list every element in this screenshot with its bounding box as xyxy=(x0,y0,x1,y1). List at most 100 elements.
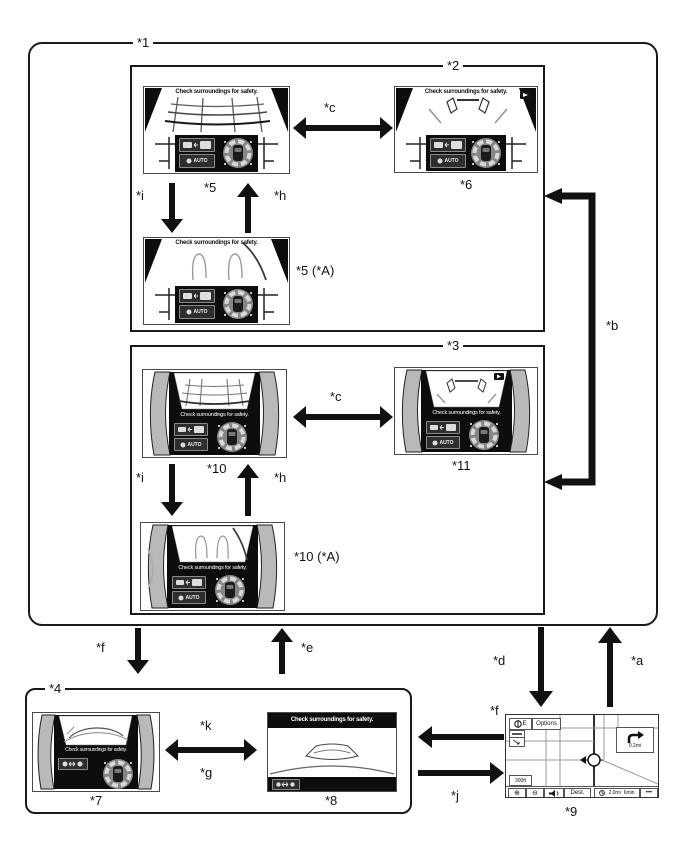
sonar-display xyxy=(215,575,245,605)
auto-button: AUTO xyxy=(426,436,460,449)
arrow-k-g xyxy=(165,739,257,761)
voice-guidance-button xyxy=(544,788,564,797)
arrow-e-up xyxy=(271,628,293,674)
zoom-in-icon: ⊕ xyxy=(514,790,520,797)
arrow-j-right xyxy=(418,762,504,784)
navigation-map-screen: E Options 0.2mi 300ft ⊕ ⊖ xyxy=(505,714,659,798)
bumper-left xyxy=(145,135,175,172)
estimated-course-lines xyxy=(191,242,267,281)
camera-view xyxy=(149,371,280,456)
arrow-label-k: *k xyxy=(196,718,216,733)
speaker-icon xyxy=(548,789,558,797)
screen-toolbar: AUTO xyxy=(396,135,536,171)
auto-button: AUTO xyxy=(172,591,206,604)
rear-view-screen: Check surroundings for safety. AUTO xyxy=(143,86,290,174)
screen-toolbar: AUTO xyxy=(145,135,288,172)
arrow-h-top xyxy=(237,183,259,233)
camera-view xyxy=(37,714,155,790)
wide-front-view-screen: Check surroundings for safety. xyxy=(32,712,160,792)
camera-view: Check surroundings for safety. xyxy=(396,88,536,134)
view-switch-button xyxy=(179,289,215,303)
options-button: Options xyxy=(532,718,561,730)
vehicle-position-marker xyxy=(587,753,601,767)
sonar-display xyxy=(217,422,247,452)
sonar-display xyxy=(103,759,133,789)
static-guide-lines xyxy=(164,96,271,133)
projected-path-lines xyxy=(428,91,531,124)
caution-message: Check surroundings for safety. xyxy=(432,410,501,416)
remaining-time: 6min xyxy=(623,790,635,796)
arrow-a-up xyxy=(598,627,622,707)
caution-message: Check surroundings for safety. xyxy=(175,89,258,95)
view-switch-button xyxy=(272,779,300,790)
view-switch-button xyxy=(426,421,460,434)
next-turn-panel: 0.2mi xyxy=(616,727,654,753)
front-view-screen: Check surroundings for safety. xyxy=(267,712,397,792)
destination-button: Dest. xyxy=(564,788,591,797)
arrow-c-mid xyxy=(293,406,393,428)
ref-label-5: *5 xyxy=(200,180,221,195)
caution-message: Check surroundings for safety. xyxy=(65,747,127,753)
rear-view-projected-path-screen: Check surroundings for safety. AUTO xyxy=(394,86,538,173)
bumper-right xyxy=(258,286,288,323)
arrow-label-i-top: *i xyxy=(132,188,148,203)
wide-rear-view-projected-path-screen: Check surroundings for safety. AUTO xyxy=(394,367,538,455)
remaining-distance: 2.0mi xyxy=(608,790,621,796)
sonar-display xyxy=(223,289,253,319)
ref-label-3: *3 xyxy=(443,338,464,353)
camera-view xyxy=(147,524,278,609)
nav-bottom-bar: ⊕ ⊖ Dest. 2.0mi 6min ••• xyxy=(506,786,658,797)
view-switch-button xyxy=(430,138,466,152)
wide-rear-view-screen: Check surroundings for safety. AUTO xyxy=(142,369,287,458)
gps-indicator xyxy=(509,737,525,747)
ref-label-5a: *5 (*A) xyxy=(292,263,339,278)
compass-heading: E xyxy=(522,721,527,727)
camera-view: Check surroundings for safety. xyxy=(145,88,288,134)
sonar-display xyxy=(223,138,253,168)
auto-button: AUTO xyxy=(430,154,466,168)
arrow-label-b: *b xyxy=(602,318,623,333)
sonar-display xyxy=(469,420,499,450)
zoom-out-icon: ⊖ xyxy=(532,790,538,797)
ref-label-2: *2 xyxy=(443,58,464,73)
bumper-right xyxy=(258,135,288,172)
arrow-label-i-mid: *i xyxy=(132,470,148,485)
auto-button: AUTO xyxy=(174,438,208,451)
screen-toolbar: AUTO xyxy=(145,286,288,323)
bumper-right xyxy=(506,135,536,171)
view-switch-button xyxy=(179,138,215,152)
trip-info-panel: 2.0mi 6min xyxy=(594,788,640,797)
more-icon: ••• xyxy=(645,790,653,796)
caution-message: Check surroundings for safety. xyxy=(178,565,247,571)
arrow-i-mid xyxy=(161,464,183,516)
ref-label-11: *11 xyxy=(448,458,475,473)
view-switch-button xyxy=(172,576,206,589)
bumper-left xyxy=(145,286,175,323)
ref-label-4: *4 xyxy=(45,681,66,696)
arrow-f-down xyxy=(127,628,149,674)
caution-message: Check surroundings for safety. xyxy=(180,412,249,418)
camera-view xyxy=(269,743,395,775)
ref-label-10: *10 xyxy=(203,461,231,476)
ref-label-1: *1 xyxy=(133,35,154,50)
arrow-c-top xyxy=(293,117,393,139)
arrow-label-c-mid: *c xyxy=(326,389,346,404)
arrow-label-e: *e xyxy=(297,640,318,655)
rear-view-course-line-screen: Check surroundings for safety. AUTO xyxy=(143,237,290,325)
sonar-display xyxy=(471,138,501,168)
wide-rear-view-course-line-screen: Check surroundings for safety. AUTO xyxy=(140,522,285,611)
arrow-label-f-down: *f xyxy=(92,640,109,655)
destination-label: Dest. xyxy=(570,790,585,796)
ref-label-7: *7 xyxy=(86,793,107,808)
map-scale-button: 300ft xyxy=(509,775,532,786)
arrow-d-down xyxy=(529,627,553,707)
camera-view: Check surroundings for safety. xyxy=(145,239,288,285)
compass-button: E xyxy=(509,718,532,730)
arrow-label-c-top: *c xyxy=(320,100,340,115)
ref-label-8: *8 xyxy=(321,793,342,808)
auto-button: AUTO xyxy=(179,154,215,168)
view-switch-button xyxy=(58,758,88,770)
zoom-in-button: ⊕ xyxy=(508,788,526,797)
arrow-label-j: *j xyxy=(447,788,463,803)
